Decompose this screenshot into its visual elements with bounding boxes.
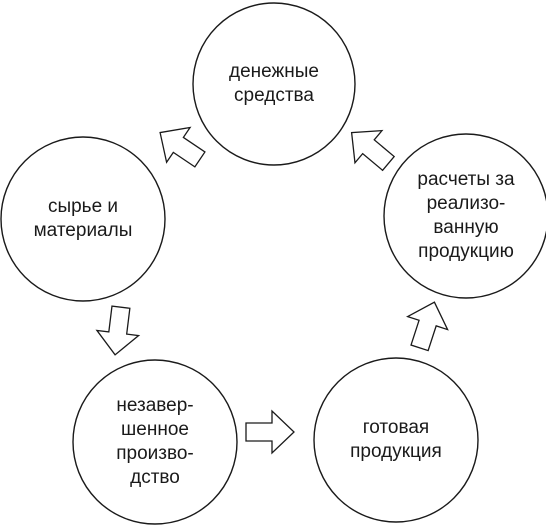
node-circle-raw [0, 136, 166, 302]
arrow-money-to-raw [159, 126, 206, 168]
arrow-raw-to-wip [95, 305, 141, 356]
arrow-finished-to-settlements [406, 301, 449, 352]
node-circle-money [192, 2, 356, 166]
arrow-settlements-to-money [350, 129, 396, 172]
arrows-layer [95, 126, 449, 455]
arrow-wip-to-finished [245, 409, 295, 455]
node-circle-settlements [383, 133, 546, 299]
node-circle-wip [72, 359, 238, 525]
node-circle-finished [313, 357, 479, 523]
